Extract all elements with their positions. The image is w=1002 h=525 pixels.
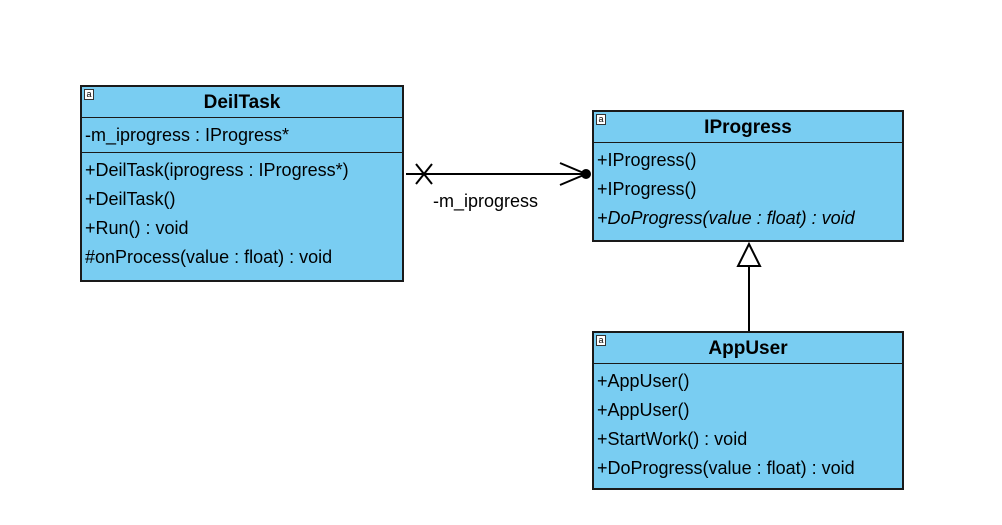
ownership-dot (581, 169, 591, 179)
class-iprogress[interactable]: a IProgress +IProgress() +IProgress() +D… (592, 110, 904, 242)
class-name: DeilTask (203, 92, 281, 113)
class-appuser[interactable]: a AppUser +AppUser() +AppUser() +StartWo… (592, 331, 904, 490)
non-navigable-x-mark (415, 163, 433, 185)
operation: +AppUser() (597, 371, 690, 391)
class-icon: a (84, 89, 94, 100)
operation: +StartWork() : void (597, 429, 748, 449)
class-header: a AppUser (594, 333, 902, 364)
operation: +IProgress() (597, 150, 697, 170)
operation: +DoProgress(value : float) : void (597, 458, 855, 478)
operation: +DeilTask(iprogress : IProgress*) (85, 160, 349, 180)
attributes-compartment: -m_iprogress : IProgress* (82, 118, 402, 153)
operation: +DeilTask() (85, 189, 176, 209)
operations-compartment: +IProgress() +IProgress() +DoProgress(va… (594, 143, 902, 235)
class-icon: a (596, 335, 606, 346)
class-deiltask[interactable]: a DeilTask -m_iprogress : IProgress* +De… (80, 85, 404, 282)
operations-compartment: +AppUser() +AppUser() +StartWork() : voi… (594, 364, 902, 485)
operation: +AppUser() (597, 400, 690, 420)
attribute: -m_iprogress : IProgress* (85, 125, 290, 145)
class-name: AppUser (708, 338, 788, 359)
operation: +IProgress() (597, 179, 697, 199)
class-header: a IProgress (594, 112, 902, 143)
class-name: IProgress (704, 117, 792, 138)
operations-compartment: +DeilTask(iprogress : IProgress*) +DeilT… (82, 153, 402, 274)
association-role-label: -m_iprogress (433, 191, 539, 211)
operation-abstract: +DoProgress(value : float) : void (597, 208, 855, 228)
class-header: a DeilTask (82, 87, 402, 118)
operation: +Run() : void (85, 218, 189, 238)
generalization-triangle (736, 241, 762, 267)
operation: #onProcess(value : float) : void (85, 247, 333, 267)
class-icon: a (596, 114, 606, 125)
